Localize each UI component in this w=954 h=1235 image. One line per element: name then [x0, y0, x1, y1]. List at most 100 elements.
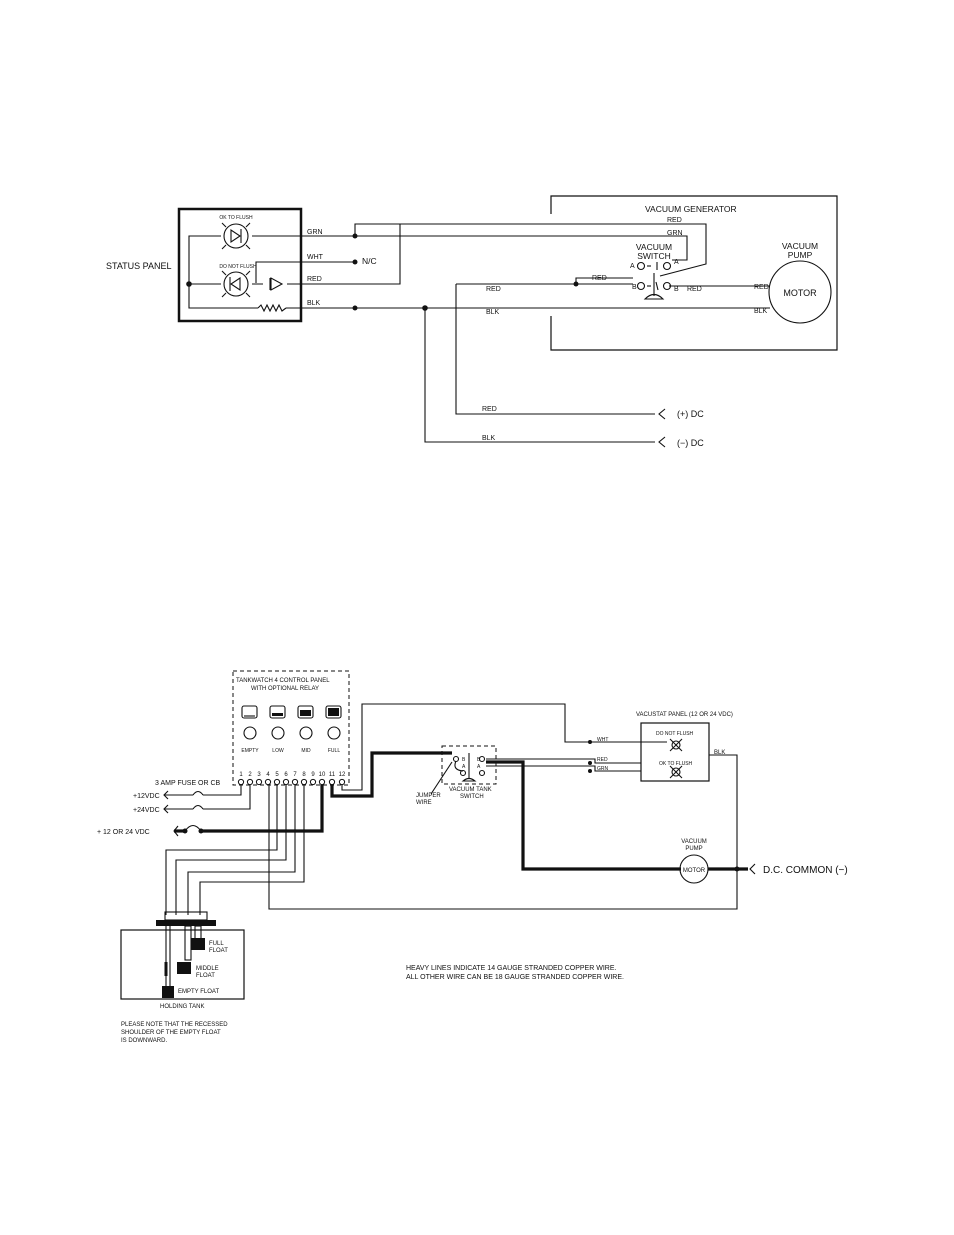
- gen-red-label: RED: [667, 217, 682, 224]
- svg-text:A: A: [462, 764, 466, 770]
- float-note-line-3: IS DOWNWARD.: [121, 1038, 167, 1044]
- terminal-10-label: 10: [319, 772, 326, 778]
- level-mid-label: MID: [301, 748, 311, 754]
- motor-label: MOTOR: [783, 288, 817, 298]
- level-low-label: LOW: [272, 748, 284, 754]
- gen-grn-label: GRN: [667, 230, 683, 237]
- plus-dc-connector-icon: [658, 408, 666, 420]
- top-wiring-diagram: STATUS PANEL OK TO FLUSH D: [106, 195, 838, 448]
- diode-symbol: [269, 277, 284, 291]
- resistor-symbol: [257, 303, 287, 313]
- do-not-flush-label: DO NOT FLUSH: [219, 264, 257, 270]
- vacuum-pump-label-2: PUMP: [788, 250, 813, 260]
- status-panel-label: STATUS PANEL: [106, 261, 172, 271]
- fuse-label: 3 AMP FUSE OR CB: [155, 780, 221, 787]
- v24-label: +24VDC: [133, 807, 160, 814]
- jumper-wire-label-2: WIRE: [416, 800, 432, 806]
- dc-common-connector-icon: [749, 863, 756, 875]
- terminal-8-label: 8: [302, 772, 306, 778]
- vacuum-tank-switch-label-2: SWITCH: [460, 794, 484, 800]
- ok-to-flush-led-icon: [221, 222, 251, 250]
- vacustat-red-label: RED: [597, 757, 608, 763]
- holding-tank-box: [120, 929, 245, 1000]
- terminal-1-label: 1: [239, 772, 243, 778]
- gauge-note-line-1: HEAVY LINES INDICATE 14 GAUGE STRANDED C…: [406, 965, 616, 972]
- terminal-6-label: 6: [284, 772, 288, 778]
- control-panel-label-1: TANKWATCH 4 CONTROL PANEL: [236, 678, 330, 684]
- terminal-12-label: 12: [339, 772, 346, 778]
- terminal-11-label: 11: [329, 772, 336, 778]
- vacuum-switch-label-2: SWITCH: [637, 251, 671, 261]
- gen-red-label-2: RED: [592, 275, 607, 282]
- svg-text:B: B: [462, 757, 466, 763]
- gen-red-label-4: RED: [687, 286, 702, 293]
- vacustat-blk-label: BLK: [714, 750, 725, 756]
- v12-label: +12VDC: [133, 793, 160, 800]
- vacustat-panel-box: [640, 722, 710, 782]
- bottom-vacuum-pump-label-2: PUMP: [685, 846, 702, 852]
- status-panel-box: [177, 207, 303, 323]
- vacustat-ok-to-flush-label: OK TO FLUSH: [659, 761, 693, 767]
- vacuum-generator-label: VACUUM GENERATOR: [645, 204, 737, 214]
- vacustat-wht-label: WHT: [597, 737, 608, 743]
- terminal-5-label: 5: [275, 772, 279, 778]
- vacuum-tank-switch-box: [441, 745, 497, 785]
- plus-dc-label: (+) DC: [677, 409, 704, 419]
- svg-text:B: B: [477, 757, 481, 763]
- motor-red-label: RED: [754, 284, 769, 291]
- float-note-line-1: PLEASE NOTE THAT THE RECESSED: [121, 1022, 228, 1028]
- vacustat-panel-label: VACUSTAT PANEL (12 OR 24 VDC): [636, 712, 733, 718]
- empty-float-label: EMPTY FLOAT: [178, 989, 219, 995]
- full-float-label-2: FLOAT: [209, 948, 228, 954]
- control-panel-label-2: WITH OPTIONAL RELAY: [251, 686, 319, 692]
- svg-text:A: A: [477, 764, 481, 770]
- vacustat-do-not-flush-label: DO NOT FLUSH: [656, 731, 694, 737]
- wire-label-blk: BLK: [307, 300, 321, 307]
- bottom-vacuum-pump-label-1: VACUUM: [681, 839, 707, 845]
- vacustat-do-not-flush-led-icon: [669, 738, 683, 752]
- motor-circle: [768, 260, 832, 324]
- middle-float-label-1: MIDDLE: [196, 966, 219, 972]
- wire-label-grn: GRN: [307, 229, 323, 236]
- wire-label-wht: WHT: [307, 254, 324, 261]
- jumper-wire-label-1: JUMPER: [416, 793, 441, 799]
- vacuum-tank-switch-symbol: A A B B: [452, 753, 486, 782]
- minus-dc-label: (−) DC: [677, 438, 704, 448]
- terminal-9-label: 9: [311, 772, 315, 778]
- minus-dc-connector-icon: [658, 436, 666, 448]
- vacuum-switch-symbol: [636, 261, 672, 300]
- switch-term-b-left: B: [632, 284, 637, 291]
- terminal-7-label: 7: [293, 772, 297, 778]
- float-switch-assembly-icon: [156, 911, 216, 998]
- terminal-2-label: 2: [248, 772, 252, 778]
- full-float-label-1: FULL: [209, 941, 224, 947]
- vacustat-grn-label: GRN: [597, 766, 609, 772]
- bottom-wiring-diagram: TANKWATCH 4 CONTROL PANEL WITH OPTIONAL …: [97, 670, 848, 1044]
- vacustat-ok-to-flush-led-icon: [669, 765, 683, 779]
- float-note-line-2: SHOULDER OF THE EMPTY FLOAT: [121, 1030, 221, 1036]
- v12-24-label: + 12 OR 24 VDC: [97, 829, 150, 836]
- vacuum-switch-label-1: VACUUM: [636, 242, 672, 252]
- terminal-strip: 1 2 3 4 5 6 7 8 9 10 11 12: [237, 772, 346, 786]
- middle-float-label-2: FLOAT: [196, 973, 215, 979]
- bottom-motor-label: MOTOR: [683, 868, 706, 874]
- holding-tank-label: HOLDING TANK: [160, 1004, 204, 1010]
- control-panel-box: [232, 670, 350, 786]
- level-empty-label: EMPTY: [241, 748, 259, 754]
- dc-red-label: RED: [482, 406, 497, 413]
- motor-blk-label: BLK: [754, 308, 768, 315]
- nc-label: N/C: [362, 256, 377, 266]
- level-full-label: FULL: [328, 748, 340, 754]
- vacuum-generator-outline: [550, 195, 838, 351]
- switch-term-a-left: A: [630, 263, 635, 270]
- wire-label-red: RED: [307, 276, 322, 283]
- terminal-4-label: 4: [266, 772, 270, 778]
- gen-red-label-3: RED: [486, 286, 501, 293]
- vacuum-tank-switch-label-1: VACUUM TANK: [449, 787, 492, 793]
- do-not-flush-led-icon: [221, 270, 251, 298]
- dc-blk-label: BLK: [482, 435, 496, 442]
- gen-blk-label: BLK: [486, 309, 500, 316]
- vacuum-pump-label-1: VACUUM: [782, 241, 818, 251]
